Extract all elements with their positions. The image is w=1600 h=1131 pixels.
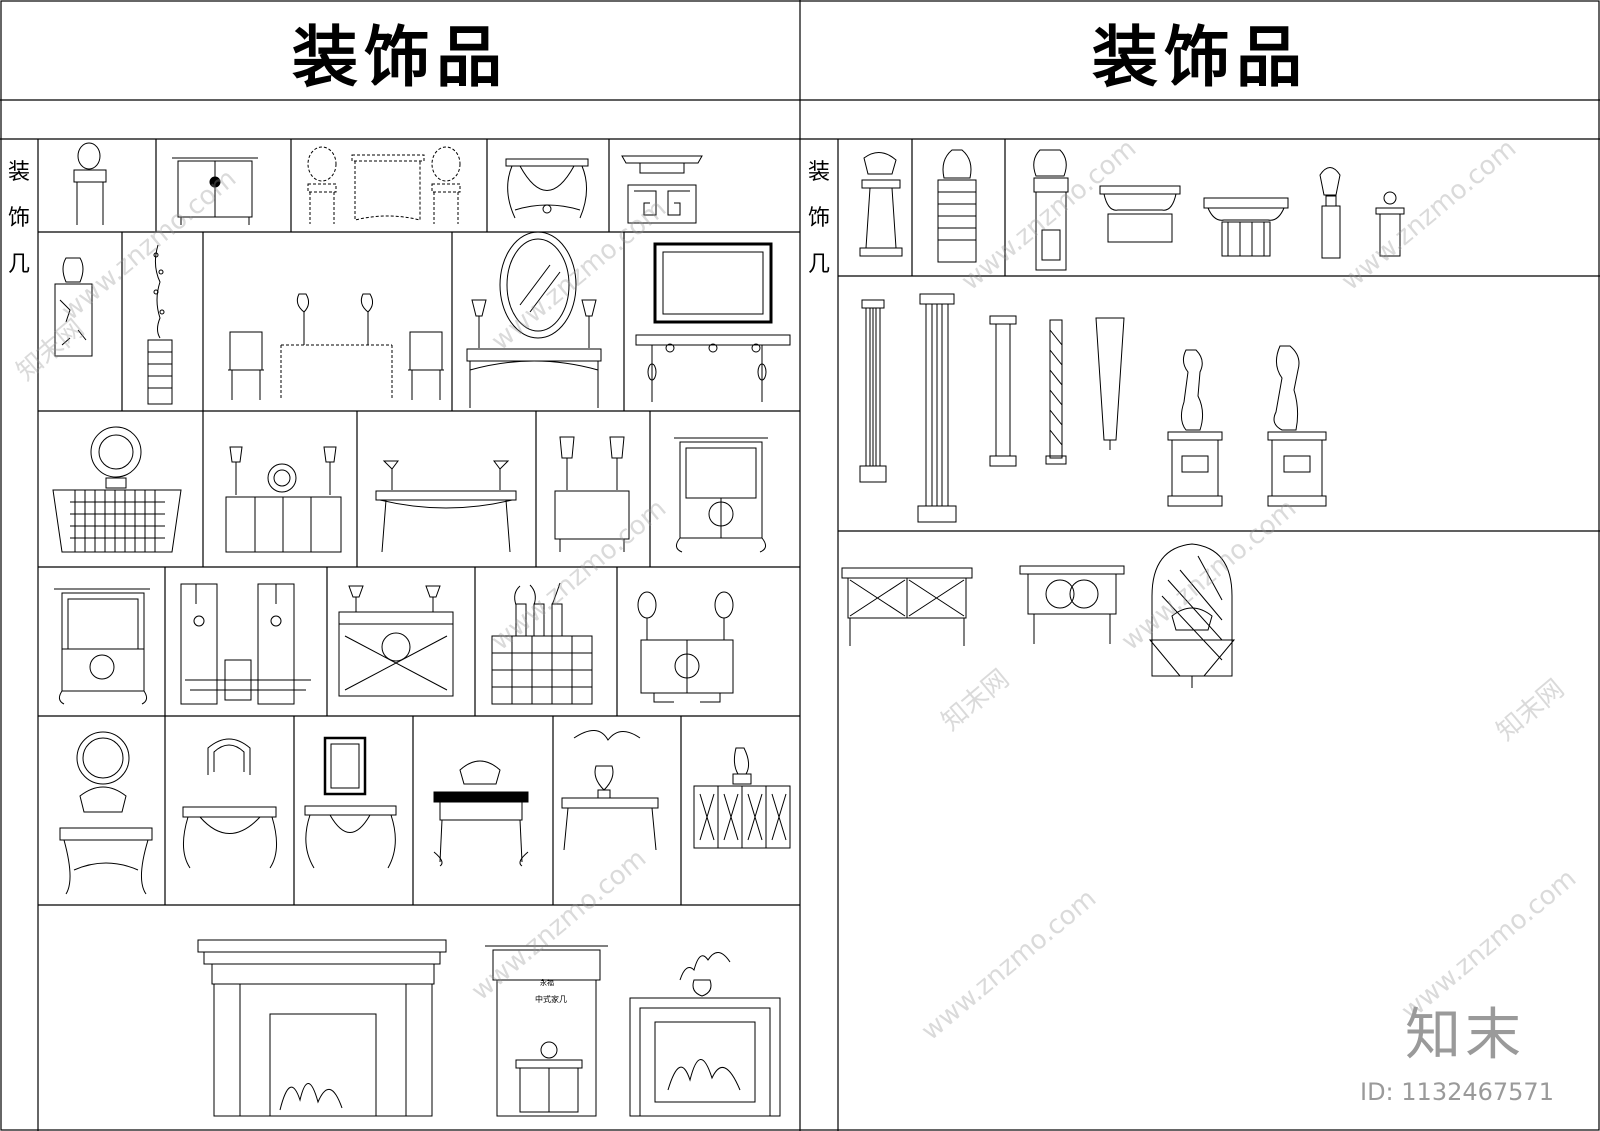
cell-classic-fireplace [197,939,447,1117]
cell-console-lamps-chairs [228,293,444,400]
cell-iron-console [505,158,589,219]
cell-right-consoles-niche [841,543,1236,688]
cell-desk-lamps [375,460,517,553]
fireplace-sign-text: 中式家几 [535,994,567,1004]
cell-console-cabinet [172,157,258,225]
cell-urn-console [561,730,659,851]
fireplace-small-text: 永福 [540,978,554,987]
brand-logo: 知末 [1405,1003,1525,1068]
left-side-char-2: 饰 [7,206,30,231]
left-title: 装饰品 [292,18,508,96]
left-side-char-3: 几 [7,252,30,277]
cell-screen-panels [180,583,311,705]
cell-chinese-console [621,155,703,224]
cell-vase-pedestal [54,257,93,357]
cell-chinese-niche-console [485,945,608,1117]
cell-round-mirror-flower-console [59,731,153,895]
image-id: ID: 1132467571 [1360,1078,1554,1106]
cell-bust-sideboard [693,747,791,849]
cell-sideboard-lamps [225,446,342,553]
cell-drawer-chest-vases [491,582,593,705]
cell-table-chairs [307,146,461,224]
cell-round-lock-cabinet [54,588,150,705]
cell-modern-fireplace [629,952,781,1117]
right-side-label: 装 饰 几 [804,150,834,288]
cell-plant-column [147,244,173,405]
cell-flower-stand [859,152,903,257]
cell-iron-console-mirror [182,738,277,869]
cell-ornate-mirror-console [304,736,397,869]
cell-disc-chest [52,426,182,553]
right-side-char-2: 饰 [807,206,830,231]
cell-right-row1-objects [1033,149,1405,271]
cell-paddle-lamps-cabinet [637,591,734,703]
cell-oval-mirror-console [466,231,602,408]
cell-flower-black-table [433,760,529,867]
right-title: 装饰品 [1092,18,1308,96]
cell-frame-mirror-console [635,242,791,402]
cell-nightstand-lamps [554,436,630,552]
cell-lattice-console [338,585,454,697]
right-side-char-3: 几 [807,252,830,277]
left-side-label: 装 饰 几 [4,150,34,288]
cell-chinese-cabinet [674,437,768,553]
cell-columns-statues [859,293,1327,523]
right-side-char-1: 装 [807,160,830,185]
cell-stool-mirror [73,142,107,225]
cell-jar-pedestal [937,149,977,263]
left-side-char-1: 装 [7,160,30,185]
